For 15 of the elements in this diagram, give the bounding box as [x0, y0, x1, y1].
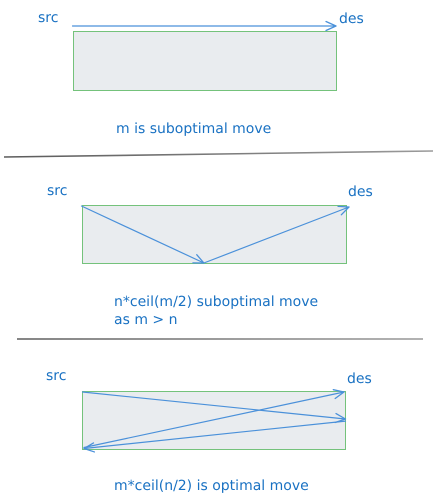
arrow	[83, 420, 346, 453]
endpoint-label: des	[339, 11, 364, 27]
board-rectangle	[82, 205, 347, 264]
caption-text: m*ceil(n/2) is optimal move	[114, 478, 309, 494]
arrow	[82, 391, 346, 424]
caption-text: m is suboptimal move	[116, 121, 272, 137]
arrow	[72, 20, 337, 32]
endpoint-label: src	[38, 10, 58, 26]
endpoint-label: des	[347, 371, 372, 387]
endpoint-label: des	[348, 184, 373, 200]
endpoint-label: src	[47, 183, 68, 199]
board-rectangle	[73, 31, 337, 91]
caption-text: n*ceil(m/2) suboptimal move as m > n	[114, 293, 320, 329]
endpoint-label: src	[46, 368, 66, 384]
arrow	[203, 206, 350, 264]
